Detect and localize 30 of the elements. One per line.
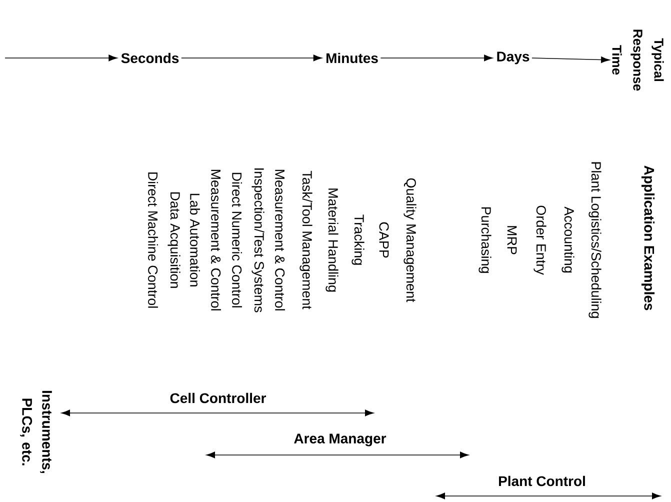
application-label: CAPP (379, 222, 389, 258)
application-label: Quality Management (404, 178, 416, 302)
application-label: Measurement & Control (275, 170, 285, 310)
application-label: MRP (507, 226, 517, 254)
application-label: Material Handling (326, 188, 338, 292)
application-label: Tracking (352, 214, 364, 265)
arrow (532, 56, 610, 63)
application-label: Inspection/Test Systems (252, 168, 264, 312)
application-label: Lab Automation (190, 194, 200, 286)
column-heading: Application Examples (641, 166, 655, 310)
application-label: Accounting (562, 206, 574, 272)
application-label: Measurement & Control (211, 170, 221, 310)
application-label: Task/Tool Management (300, 170, 312, 310)
application-label: Direct Machine Control (148, 172, 158, 308)
range-label: Area Manager (294, 434, 386, 446)
time-label: Days (497, 52, 530, 64)
arrow (380, 54, 493, 62)
application-label: Data Acquisition (168, 192, 180, 288)
time-label: Minutes (326, 52, 378, 64)
arrow (4, 54, 118, 62)
axis-label: Instruments, PLCs, etc. (20, 390, 52, 474)
application-label: Order Entry (534, 206, 546, 275)
application-label: Direct Numeric Control (232, 172, 242, 308)
arrow (180, 54, 322, 62)
range-label: Cell Controller (170, 392, 266, 404)
application-label: Plant Logistics/Scheduling (588, 162, 602, 318)
range-label: Plant Control (499, 476, 585, 486)
time-label: Seconds (121, 52, 179, 64)
axis-title: Typical Response Time (612, 30, 664, 91)
application-label: Purchasing (478, 207, 492, 273)
